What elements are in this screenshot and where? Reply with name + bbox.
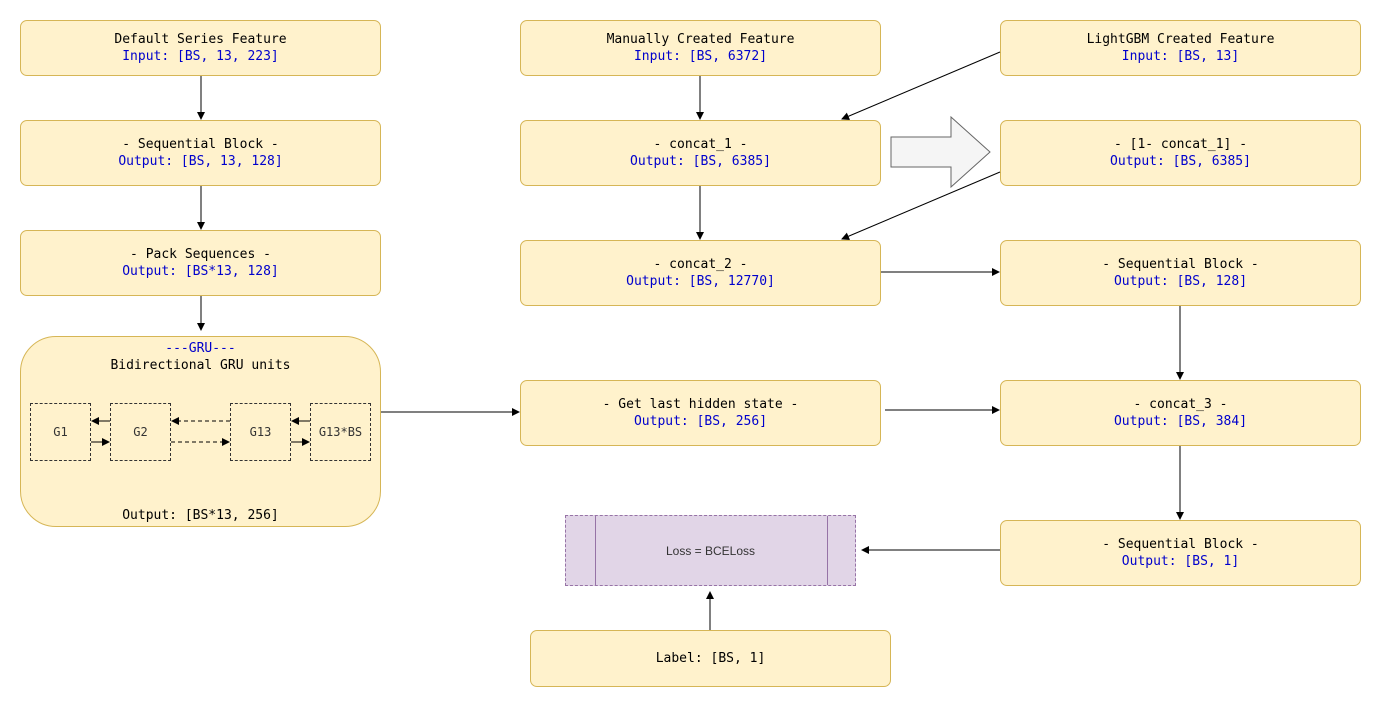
sequential-block-2-node[interactable]: - Sequential Block - Output: [BS, 128] xyxy=(1000,240,1361,306)
node-title: - Get last hidden state - xyxy=(602,397,799,412)
gru-subtitle: Bidirectional GRU units xyxy=(110,358,291,373)
gru-output: Output: [BS*13, 256] xyxy=(122,508,279,523)
gru-unit-g13[interactable]: G13 xyxy=(230,403,291,461)
label-node[interactable]: Label: [BS, 1] xyxy=(530,630,891,687)
sequential-block-1-node[interactable]: - Sequential Block - Output: [BS, 13, 12… xyxy=(20,120,381,186)
node-input: Input: [BS, 13] xyxy=(1121,49,1240,64)
node-output: Output: [BS, 1] xyxy=(1121,554,1240,569)
node-output: Output: [BS, 12770] xyxy=(626,274,775,289)
node-title: - concat_2 - xyxy=(653,257,748,272)
manually-created-feature-node[interactable]: Manually Created Feature Input: [BS, 637… xyxy=(520,20,881,76)
node-title: - Sequential Block - xyxy=(1102,257,1259,272)
node-output: Output: [BS, 6385] xyxy=(1110,154,1251,169)
node-output: Output: [BS, 128] xyxy=(1113,274,1248,289)
node-title: - [1- concat_1] - xyxy=(1113,137,1248,152)
node-output: Output: [BS, 13, 128] xyxy=(118,154,283,169)
gru-title: ---GRU--- xyxy=(165,341,236,356)
loss-node[interactable]: Loss = BCELoss xyxy=(565,515,856,586)
gru-container-node[interactable]: ---GRU--- Bidirectional GRU units Output… xyxy=(20,336,381,527)
gru-unit-g1[interactable]: G1 xyxy=(30,403,91,461)
node-output: Output: [BS, 384] xyxy=(1113,414,1248,429)
big-transform-arrow xyxy=(890,115,991,189)
gru-unit-g2[interactable]: G2 xyxy=(110,403,171,461)
concat-2-node[interactable]: - concat_2 - Output: [BS, 12770] xyxy=(520,240,881,306)
node-title: Default Series Feature xyxy=(114,32,287,47)
lightgbm-created-feature-node[interactable]: LightGBM Created Feature Input: [BS, 13] xyxy=(1000,20,1361,76)
loss-label: Loss = BCELoss xyxy=(665,543,756,558)
node-title: Manually Created Feature xyxy=(606,32,795,47)
edge-oneminus-to-concat2 xyxy=(841,171,1001,240)
node-title: Label: [BS, 1] xyxy=(655,651,766,666)
node-output: Output: [BS*13, 128] xyxy=(122,264,279,279)
pack-sequences-node[interactable]: - Pack Sequences - Output: [BS*13, 128] xyxy=(20,230,381,296)
loss-left-bar xyxy=(595,516,596,585)
concat-3-node[interactable]: - concat_3 - Output: [BS, 384] xyxy=(1000,380,1361,446)
one-minus-concat-1-node[interactable]: - [1- concat_1] - Output: [BS, 6385] xyxy=(1000,120,1361,186)
default-series-feature-node[interactable]: Default Series Feature Input: [BS, 13, 2… xyxy=(20,20,381,76)
node-title: - Sequential Block - xyxy=(1102,537,1259,552)
concat-1-node[interactable]: - concat_1 - Output: [BS, 6385] xyxy=(520,120,881,186)
node-input: Input: [BS, 6372] xyxy=(633,49,768,64)
node-output: Output: [BS, 6385] xyxy=(630,154,771,169)
gru-unit-g13-bs[interactable]: G13*BS xyxy=(310,403,371,461)
node-output: Output: [BS, 256] xyxy=(633,414,768,429)
node-title: - Pack Sequences - xyxy=(130,247,271,262)
node-title: - concat_1 - xyxy=(653,137,748,152)
loss-right-bar xyxy=(827,516,828,585)
sequential-block-3-node[interactable]: - Sequential Block - Output: [BS, 1] xyxy=(1000,520,1361,586)
edge-lightgbm-to-concat1 xyxy=(841,51,1001,120)
node-title: LightGBM Created Feature xyxy=(1086,32,1275,47)
node-title: - concat_3 - xyxy=(1133,397,1228,412)
node-input: Input: [BS, 13, 223] xyxy=(122,49,279,64)
node-title: - Sequential Block - xyxy=(122,137,279,152)
last-hidden-state-node[interactable]: - Get last hidden state - Output: [BS, 2… xyxy=(520,380,881,446)
